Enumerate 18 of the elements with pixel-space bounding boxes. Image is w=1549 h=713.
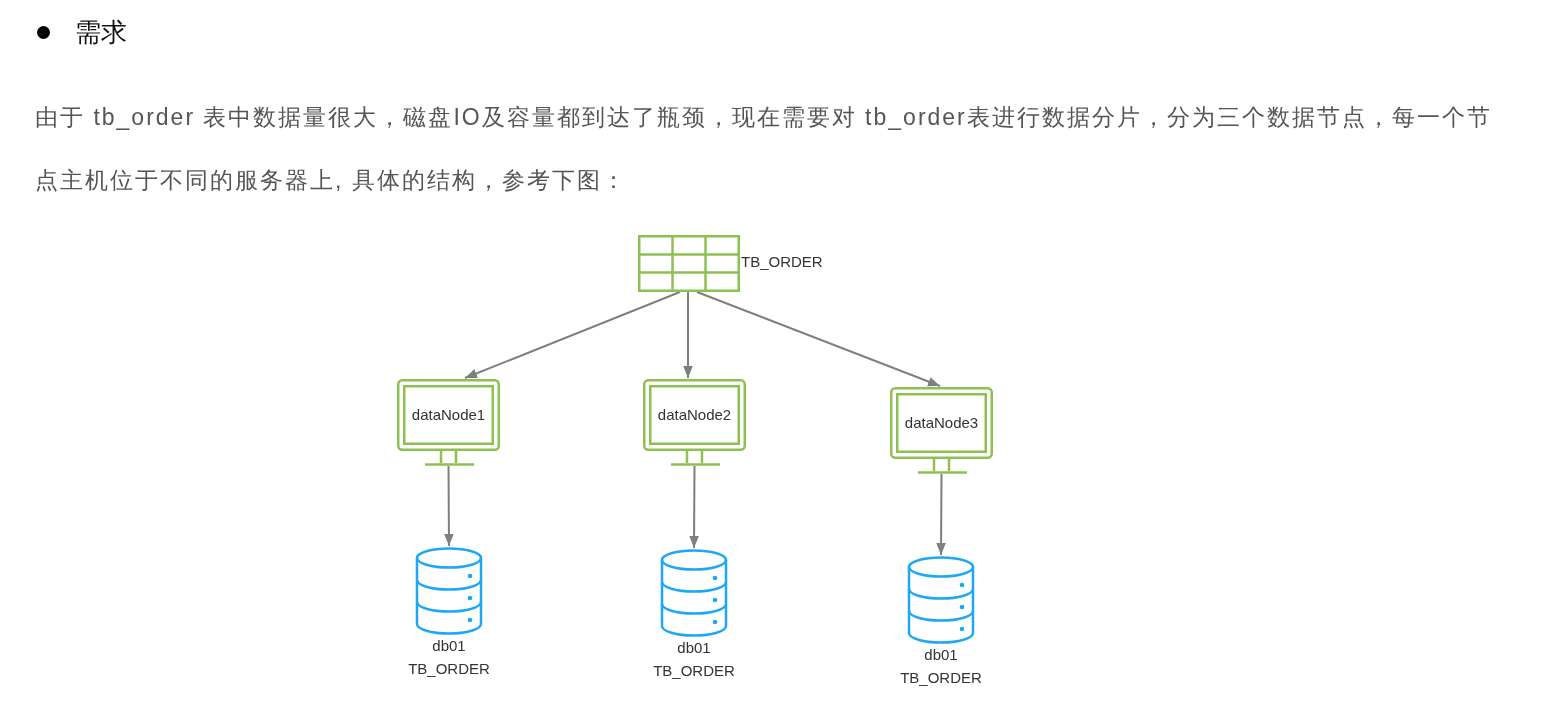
node-label: dataNode3 bbox=[904, 413, 979, 433]
node-label: TB_ORDER bbox=[741, 252, 823, 272]
heading: 需求 bbox=[75, 16, 127, 49]
arrow bbox=[464, 291, 681, 379]
node-label: dataNode2 bbox=[657, 405, 732, 425]
arrow bbox=[444, 465, 454, 547]
node-label: TB_ORDER bbox=[408, 659, 490, 679]
node-label: db01 bbox=[432, 636, 466, 656]
arrow bbox=[689, 465, 699, 549]
arrow bbox=[696, 291, 941, 387]
node-label: db01 bbox=[924, 645, 958, 665]
node-label: dataNode1 bbox=[411, 405, 486, 425]
node-label: db01 bbox=[677, 638, 711, 658]
node-label: TB_ORDER bbox=[653, 661, 735, 681]
node-label: TB_ORDER bbox=[900, 668, 982, 688]
paragraph: 由于 tb_order 表中数据量很大，磁盘IO及容量都到达了瓶颈，现在需要对 tb_order表进行数据分片，分为三个数据节点，每一个节点主机位于不同的服务器上, 具体的结构，参考下图： bbox=[35, 103, 1493, 195]
arrow bbox=[683, 291, 693, 379]
arrow bbox=[936, 473, 946, 556]
